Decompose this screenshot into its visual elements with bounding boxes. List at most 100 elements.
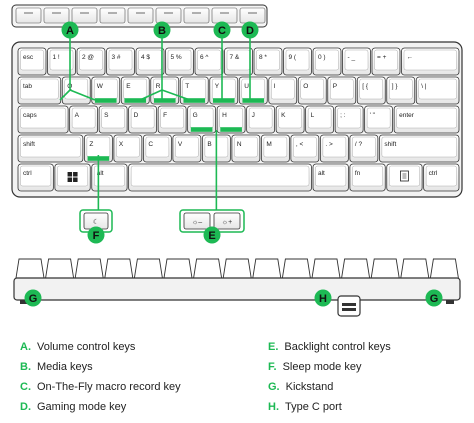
key-label-period: . > [325,141,333,148]
key-label-num4: 4 $ [141,54,150,61]
key-label-n: N [237,141,242,148]
svg-text:E: E [208,230,215,242]
legend: A.Volume control keys B.Media keys C.On-… [0,335,474,423]
highlight-bar [242,98,265,103]
key-h: H [216,105,246,134]
key-tab: tab [17,76,62,105]
key-lalt: alt [91,163,128,192]
key-label-l: L [311,112,315,119]
key-label-z: Z [89,141,93,148]
svg-text:D: D [246,25,254,37]
key-a: A [69,105,99,134]
key-label-num5: 5 % [171,54,182,61]
key-num2: 2 @ [76,47,106,76]
key-label-y: Y [215,83,220,90]
windows-icon [67,172,78,182]
key-l: L [305,105,335,134]
key-f: F [157,105,187,134]
highlight-bar [153,98,176,103]
strip-keycap [183,7,210,24]
key-u: U [238,76,268,105]
legend-item-f: F.Sleep mode key [268,361,362,373]
legend-item-d: D.Gaming mode key [20,401,127,413]
key-label-caps: caps [23,112,37,119]
key-k: K [275,105,305,134]
key-m: M [260,134,290,163]
key-equal: = + [371,47,401,76]
key-label-e: E [126,83,131,90]
highlight-bar [190,127,213,132]
side-keycap [45,258,75,279]
key-label-num2: 2 @ [82,54,94,61]
side-keycap [133,258,163,279]
callout-badge-d: D [241,21,259,39]
key-num1: 1 ! [47,47,76,76]
key-num7: 7 & [224,47,253,76]
key-label-j: J [252,112,255,119]
legend-item-g: G.Kickstand [268,381,334,393]
key-menu [386,163,423,192]
key-label-f: F [163,112,167,119]
key-label-a: A [75,112,80,119]
highlight-bar [220,127,242,132]
key-caps: caps [17,105,69,134]
side-keycap [252,258,282,279]
callout-badge-g: G [24,289,42,307]
callout-badge-a: A [61,21,79,39]
svg-text:☼–: ☼– [192,219,202,226]
key-esc: esc [17,47,47,76]
key-label-num0: 0 ) [318,54,326,61]
key-label-w: W [97,83,104,90]
key-n: N [231,134,261,163]
svg-text:B: B [158,25,166,37]
legend-item-h: H.Type C port [268,401,342,413]
callout-leader [69,89,96,101]
side-keycap [311,258,341,279]
key-g: G [187,105,217,134]
key-q: Q [61,76,91,105]
key-v: V [172,134,202,163]
key-label-i: I [274,83,276,90]
key-label-h: H [222,112,227,119]
svg-text:☾: ☾ [93,218,99,226]
key-label-num1: 1 ! [53,54,60,61]
key-minus: - _ [342,47,371,76]
key-num5: 5 % [165,47,194,76]
strip-keycap [71,7,98,24]
key-label-lshift: shift [23,141,35,148]
key-label-tab: tab [23,83,32,90]
callout-badge-h: H [314,289,332,307]
key-label-fn: fn [355,170,361,177]
svg-text:H: H [319,293,327,305]
key-label-rctrl: ctrl [429,170,438,177]
key-backspace: ← [401,47,460,76]
svg-text:C: C [218,25,226,37]
key-w: W [91,76,121,105]
key-label-k: K [281,112,286,119]
side-keycap [193,258,223,279]
key-label-enter: enter [399,112,415,119]
key-num6: 6 ^ [194,47,224,76]
strip-keycap [239,7,266,24]
key-label-comma: , < [296,141,304,148]
side-keycap [163,258,193,279]
key-label-m: M [266,141,271,148]
key-label-esc: esc [23,54,34,61]
key-label-equal: = + [377,54,387,61]
strip-keycap [211,7,238,24]
key-label-quote: ' " [370,112,376,119]
key-label-s: S [104,112,109,119]
key-quote: ' " [364,105,394,134]
key-label-lalt: alt [97,170,104,177]
key-comma: , < [290,134,320,163]
highlight-bar [212,98,235,103]
legend-item-e: E.Backlight control keys [268,341,391,353]
callout-badge-g: G [425,289,443,307]
key-t: T [179,76,209,105]
key-num8: 8 * [253,47,283,76]
side-keycap [74,258,104,279]
key-label-d: D [134,112,139,119]
key-label-b: B [207,141,211,148]
key-label-num9: 9 ( [289,54,297,61]
